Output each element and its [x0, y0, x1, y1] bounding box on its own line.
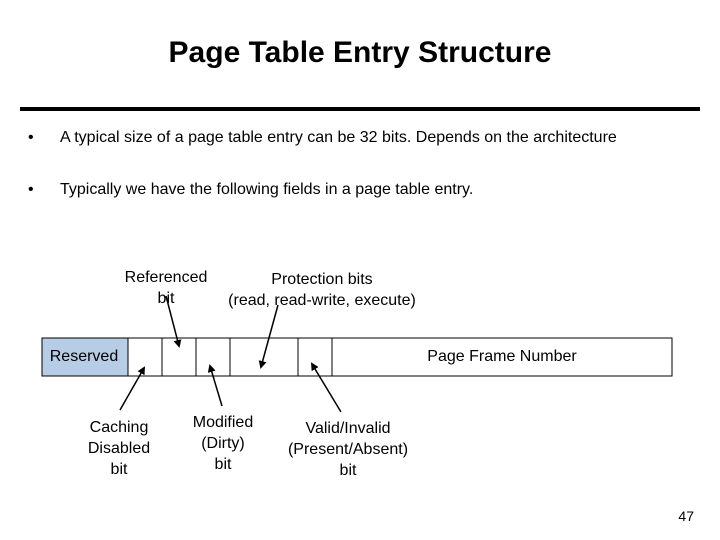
slide-title: Page Table Entry Structure — [168, 36, 552, 69]
valid-invalid-label: Valid/Invalid (Present/Absent) bit — [274, 418, 422, 481]
bullet-text: A typical size of a page table entry can… — [60, 129, 617, 146]
label-line: bit — [157, 290, 175, 307]
label-line: (read, read-write, execute) — [228, 292, 416, 309]
caching-arrow — [119, 366, 145, 411]
page-frame-number-field — [331, 337, 673, 377]
label-line: Referenced — [124, 269, 208, 286]
modified-bit-cell — [195, 337, 231, 377]
referenced-bit-cell — [161, 337, 197, 377]
bullet-marker: • — [28, 181, 34, 198]
page-frame-number-label: Page Frame Number — [427, 348, 577, 365]
referenced-arrow — [165, 295, 182, 348]
label-line: bit — [110, 461, 128, 478]
label-line: Modified — [192, 414, 254, 431]
title-divider — [20, 107, 700, 111]
bullet-text: Typically we have the following fields i… — [60, 181, 474, 198]
page-number: 47 — [678, 508, 694, 524]
protection-arrow — [258, 304, 279, 369]
label-line: bit — [214, 456, 232, 473]
bullet-marker: • — [28, 129, 34, 146]
modified-arrow — [207, 364, 223, 407]
modified-bit-label: Modified (Dirty) bit — [178, 412, 268, 475]
label-line: Protection bits — [271, 271, 373, 288]
label-line: bit — [339, 462, 357, 479]
label-line: (Present/Absent) — [287, 441, 409, 458]
protection-bits-label: Protection bits (read, read-write, execu… — [212, 269, 432, 311]
bullet-item-1: • A typical size of a page table entry ca… — [28, 129, 617, 147]
bullet-item-2: • Typically we have the following fields … — [28, 181, 473, 199]
reserved-label: Reserved — [49, 348, 119, 365]
caching-disabled-label: Caching Disabled bit — [74, 417, 164, 480]
label-line: Disabled — [87, 440, 151, 457]
referenced-bit-label: Referenced bit — [112, 267, 220, 309]
reserved-field — [41, 337, 129, 377]
caching-disabled-bit-cell — [127, 337, 163, 377]
valid-arrow — [310, 362, 342, 413]
label-line: Caching — [89, 419, 149, 436]
label-line: (Dirty) — [201, 435, 245, 452]
label-line: Valid/Invalid — [305, 420, 391, 437]
